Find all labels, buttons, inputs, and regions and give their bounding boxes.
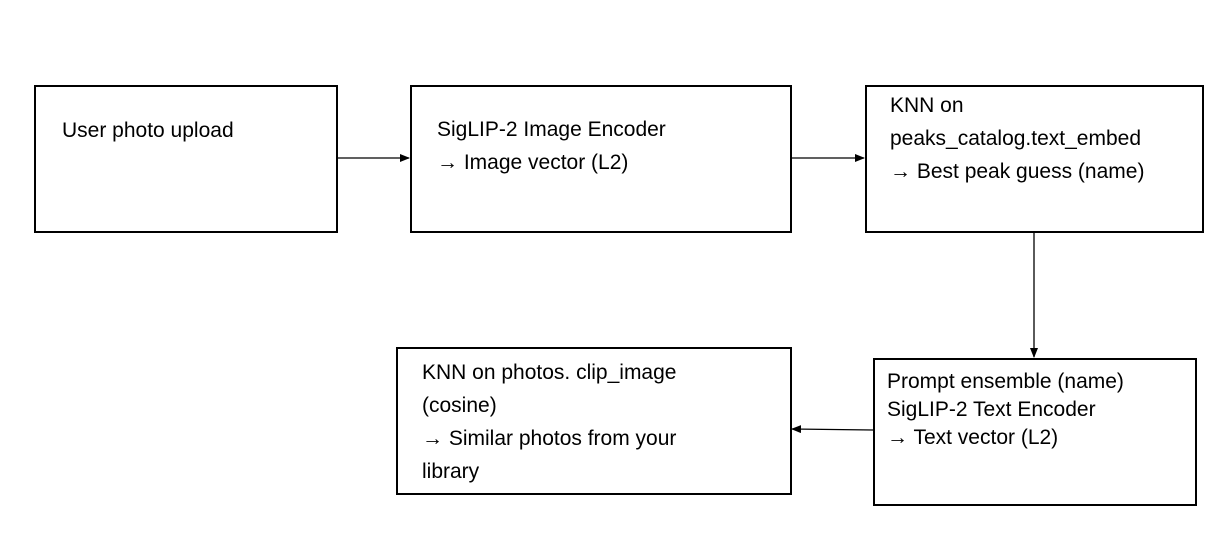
node-upload-line: User photo upload [62,119,234,142]
node-knn-photos-label: KNN on photos. clip_image (cosine) → Sim… [422,356,676,488]
node-knn-peaks-line: peaks_catalog.text_embed [890,127,1142,150]
node-knn-photos-line: KNN on photos. clip_image [422,361,677,384]
node-image-encoder-box [410,85,792,233]
arrow-text-encoder-to-knn-photos [791,425,874,434]
node-upload-box [34,85,338,233]
node-image-encoder-label: SigLIP-2 Image Encoder → Image vector (L… [437,113,666,179]
node-knn-peaks-label: KNN on peaks_catalog.text_embed → Best p… [890,89,1144,188]
node-image-encoder-line: → Image vector (L2) [437,151,629,174]
node-text-encoder-box [873,358,1197,506]
node-knn-photos-box [396,347,792,495]
node-text-encoder-line: Prompt ensemble (name) [887,370,1124,393]
node-text-encoder-label: Prompt ensemble (name) SigLIP-2 Text Enc… [887,365,1124,454]
node-text-encoder-line: SigLIP-2 Text Encoder [887,398,1096,421]
node-upload-label: User photo upload [62,114,234,147]
node-knn-photos-line: → Similar photos from your [422,427,677,450]
node-knn-photos-line: (cosine) [422,394,497,417]
node-knn-peaks-box [865,85,1204,233]
node-text-encoder-line: → Text vector (L2) [887,426,1059,449]
node-knn-peaks-line: KNN on [890,94,964,117]
node-knn-photos-line: library [422,460,480,483]
node-knn-peaks-line: → Best peak guess (name) [890,160,1145,183]
node-image-encoder-line: SigLIP-2 Image Encoder [437,118,666,141]
